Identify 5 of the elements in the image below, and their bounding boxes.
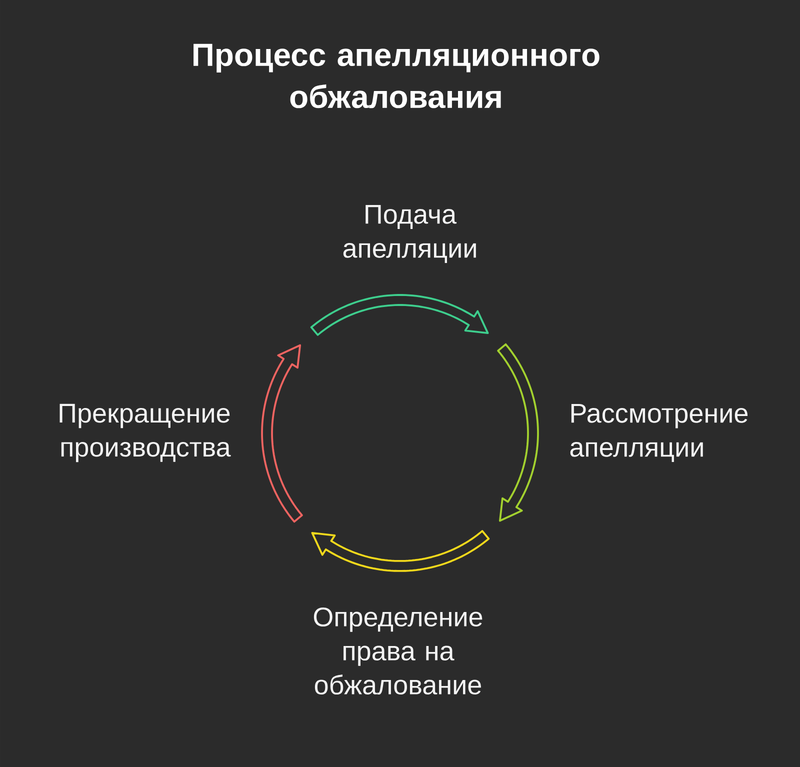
stage-label: Рассмотрение апелляции [570,404,748,462]
stage-label: Прекращение производства [60,404,231,462]
stage-label: Подача апелляции [343,205,476,263]
stage-label: Определение права на обжалование [314,607,482,695]
title: Процесс апелляционного обжалования [194,44,600,108]
